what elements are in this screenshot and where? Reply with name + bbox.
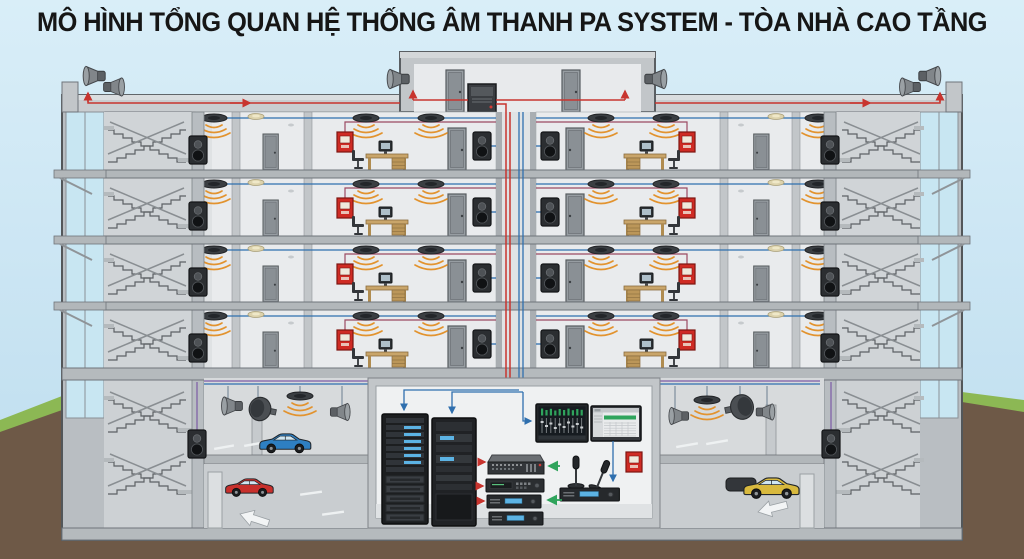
basement-right-parking [659,378,841,529]
rooftop-horn-speaker [918,66,942,86]
parking-wall-speaker [821,429,841,459]
equipment-room-wiring [400,389,617,506]
roof-parapet-right [945,81,963,113]
paging-amplifier [559,487,620,502]
service-door [799,473,815,529]
parking-wall-speaker [187,429,207,459]
rooftop-horn-speaker [103,77,125,97]
service-door [207,471,223,529]
stairwell-left [103,112,193,528]
fire-alarm-equipment-room [625,451,643,473]
grass-left [0,396,62,432]
penthouse-door [561,69,581,113]
rooftop-control-panel [467,83,497,113]
grass-right [962,392,1024,412]
floor-slabs [53,169,971,541]
rooftop-horn-speaker [899,77,921,97]
rooftop-horn-speaker [82,66,106,86]
stairwell-right [832,112,925,528]
equipment-room [367,377,661,529]
roof-parapet-left [61,81,79,113]
rooftop-speakers [82,66,945,108]
facade-slab-stubs [53,169,971,327]
diagram-title: MÔ HÌNH TỔNG QUAN HỆ THỐNG ÂM THANH PA S… [37,7,988,37]
rooftop-penthouse [399,51,656,113]
basement-left-parking [187,378,369,532]
penthouse-door [445,69,465,113]
